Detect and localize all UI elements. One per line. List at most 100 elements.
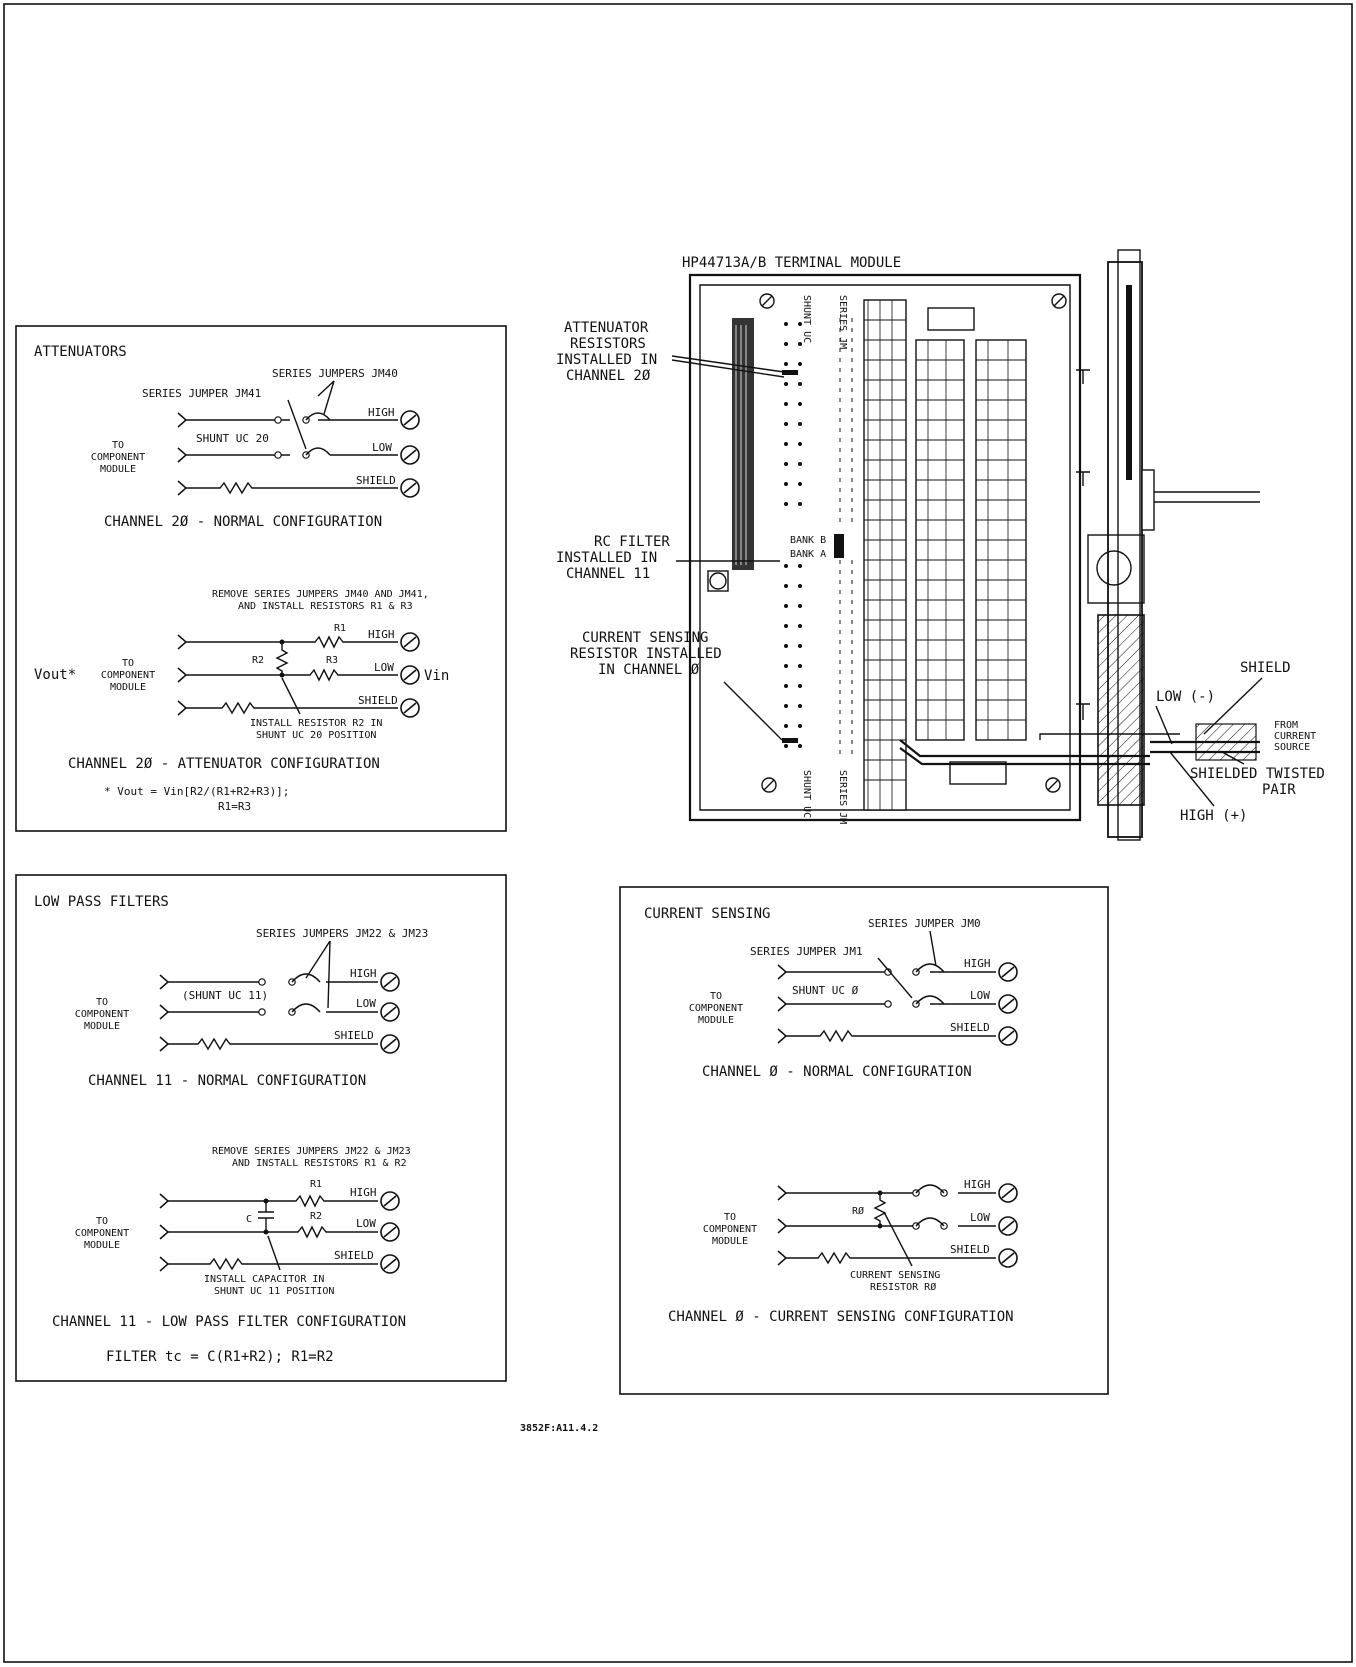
shunt-uc11-label: (SHUNT UC 11) — [182, 989, 268, 1002]
bank-b-label: BANK B — [790, 535, 826, 546]
current-config-caption: CHANNEL Ø - CURRENT SENSING CONFIGURATIO… — [668, 1309, 1014, 1325]
from-current-source-line3: SOURCE — [1274, 742, 1310, 753]
shield-terminal-icon — [400, 478, 420, 498]
shield-label: SHIELD — [356, 474, 396, 487]
from-current-source-line2: CURRENT — [1274, 731, 1316, 742]
current-sensing-resistor-line2: RESISTOR RØ — [870, 1281, 936, 1293]
low-label: LOW — [374, 661, 394, 674]
series-jumpers-jm40-label: SERIES JUMPERS JM40 — [272, 367, 398, 380]
r1-label: R1 — [334, 623, 346, 634]
rc-filter-callout-line2: INSTALLED IN — [556, 550, 657, 566]
series-jumper-jm1-label: SERIES JUMPER JM1 — [750, 945, 863, 958]
rc-filter-callout-line1: RC FILTER — [594, 534, 670, 550]
figure-id: 3852F:A11.4.2 — [520, 1423, 598, 1434]
shield-callout: SHIELD — [1240, 660, 1291, 676]
r2-label: R2 — [310, 1211, 322, 1222]
rc-filter-callout-line3: CHANNEL 11 — [566, 566, 650, 582]
shield-label: SHIELD — [950, 1243, 990, 1256]
module-label: MODULE — [110, 682, 146, 693]
r2-label: R2 — [252, 655, 264, 666]
current-sensing-callout-line3: IN CHANNEL Ø — [598, 662, 700, 678]
r1-label: R1 — [310, 1179, 322, 1190]
filter-tc-formula: FILTER tc = C(R1+R2); R1=R2 — [106, 1349, 334, 1365]
attenuators-config-caption: CHANNEL 2Ø - ATTENUATOR CONFIGURATION — [68, 756, 380, 772]
r0-label: RØ — [852, 1205, 864, 1217]
remove-jumpers-line1: REMOVE SERIES JUMPERS JM22 & JM23 — [212, 1146, 411, 1157]
remove-jumpers-line2: AND INSTALL RESISTORS R1 & R2 — [232, 1158, 407, 1169]
screw-hole-icon — [1051, 293, 1067, 309]
shunt-uc20-label: SHUNT UC 20 — [196, 432, 269, 445]
attenuators-title: ATTENUATORS — [34, 344, 127, 360]
high-plus-callout: HIGH (+) — [1180, 808, 1247, 824]
attenuator-callout-line4: CHANNEL 2Ø — [566, 368, 651, 384]
component-label: COMPONENT — [703, 1224, 757, 1235]
attenuators-config-schematic: REMOVE SERIES JUMPERS JM40 AND JM41, AND… — [34, 589, 449, 813]
terminal-module-illustration: HP44713A/B TERMINAL MODULE SHUNT UC SERI… — [556, 249, 1325, 841]
high-terminal-icon — [400, 410, 420, 430]
vin-label: Vin — [424, 668, 449, 684]
module-label: MODULE — [84, 1021, 120, 1032]
shield-label: SHIELD — [334, 1029, 374, 1042]
shield-label: SHIELD — [358, 694, 398, 707]
current-config-schematic: RØ TO COMPONENT MODULE HIGH LOW SHIELD — [668, 1178, 1018, 1325]
c-label: C — [246, 1214, 252, 1225]
high-label: HIGH — [368, 628, 395, 641]
terminal-block-column-2 — [915, 339, 965, 741]
component-label: COMPONENT — [75, 1009, 129, 1020]
install-r2-line2: SHUNT UC 20 POSITION — [256, 730, 376, 741]
from-current-source-line1: FROM — [1274, 720, 1298, 731]
install-r2-line1: INSTALL RESISTOR R2 IN — [250, 718, 382, 729]
current-sensing-callout-line1: CURRENT SENSING — [582, 630, 708, 646]
low-terminal-icon — [400, 445, 420, 465]
to-label: TO — [96, 997, 108, 1008]
series-jm-label: SERIES JM — [837, 295, 848, 349]
current-sensing-callout-line2: RESISTOR INSTALLED — [570, 646, 722, 662]
to-label: TO — [710, 991, 722, 1002]
install-capacitor-line2: SHUNT UC 11 POSITION — [214, 1286, 334, 1297]
attenuators-panel: ATTENUATORS SERIES JUMPERS JM40 SERIES J… — [15, 325, 507, 832]
shielded-twisted-pair-line2: PAIR — [1262, 782, 1296, 798]
vout-formula: * Vout = Vin[R2/(R1+R2+R3)]; — [104, 785, 289, 798]
to-label: TO — [112, 440, 124, 451]
attenuator-callout-line1: ATTENUATOR — [564, 320, 649, 336]
lowpass-config-schematic: REMOVE SERIES JUMPERS JM22 & JM23 AND IN… — [52, 1146, 411, 1365]
component-label: COMPONENT — [91, 452, 145, 463]
shielded-twisted-pair-line1: SHIELDED TWISTED — [1190, 766, 1325, 782]
component-label: COMPONENT — [75, 1228, 129, 1239]
to-label: TO — [724, 1212, 736, 1223]
r1-equals-r3: R1=R3 — [218, 800, 251, 813]
attenuator-callout-line2: RESISTORS — [570, 336, 646, 352]
terminal-block-column-1 — [863, 299, 907, 811]
series-jumpers-jm22-jm23-label: SERIES JUMPERS JM22 & JM23 — [256, 927, 428, 940]
jumper-dots-bank-a — [784, 564, 802, 748]
low-label: LOW — [372, 441, 392, 454]
attenuators-normal-caption: CHANNEL 2Ø - NORMAL CONFIGURATION — [104, 514, 382, 530]
lowpass-normal-caption: CHANNEL 11 - NORMAL CONFIGURATION — [88, 1073, 366, 1089]
component-label: COMPONENT — [101, 670, 155, 681]
to-label: TO — [122, 658, 134, 669]
current-sensing-panel: CURRENT SENSING SERIES JUMPER JM0 SERIES… — [619, 886, 1109, 1395]
high-label: HIGH — [368, 406, 395, 419]
shunt-uc0-label: SHUNT UC Ø — [792, 984, 859, 997]
low-pass-title: LOW PASS FILTERS — [34, 894, 169, 910]
install-capacitor-line1: INSTALL CAPACITOR IN — [204, 1274, 324, 1285]
current-normal-caption: CHANNEL Ø - NORMAL CONFIGURATION — [702, 1064, 972, 1080]
shield-label: SHIELD — [950, 1021, 990, 1034]
high-label: HIGH — [350, 967, 377, 980]
module-label: MODULE — [712, 1236, 748, 1247]
bank-a-label: BANK A — [790, 549, 826, 560]
lowpass-config-caption: CHANNEL 11 - LOW PASS FILTER CONFIGURATI… — [52, 1314, 406, 1330]
low-minus-callout: LOW (-) — [1156, 689, 1215, 705]
component-label: COMPONENT — [689, 1003, 743, 1014]
high-label: HIGH — [350, 1186, 377, 1199]
shunt-uc-label-bottom: SHUNT UC — [801, 770, 812, 818]
current-normal-schematic: SERIES JUMPER JM0 SERIES JUMPER JM1 SHUN… — [689, 917, 1018, 1080]
module-label: MODULE — [100, 464, 136, 475]
current-sensing-resistor-line1: CURRENT SENSING — [850, 1270, 940, 1281]
high-label: HIGH — [964, 1178, 991, 1191]
series-jumper-jm41-label: SERIES JUMPER JM41 — [142, 387, 261, 400]
screw-hole-icon — [1045, 777, 1061, 793]
jumper-dots-bank-b — [784, 322, 802, 506]
low-label: LOW — [356, 1217, 376, 1230]
